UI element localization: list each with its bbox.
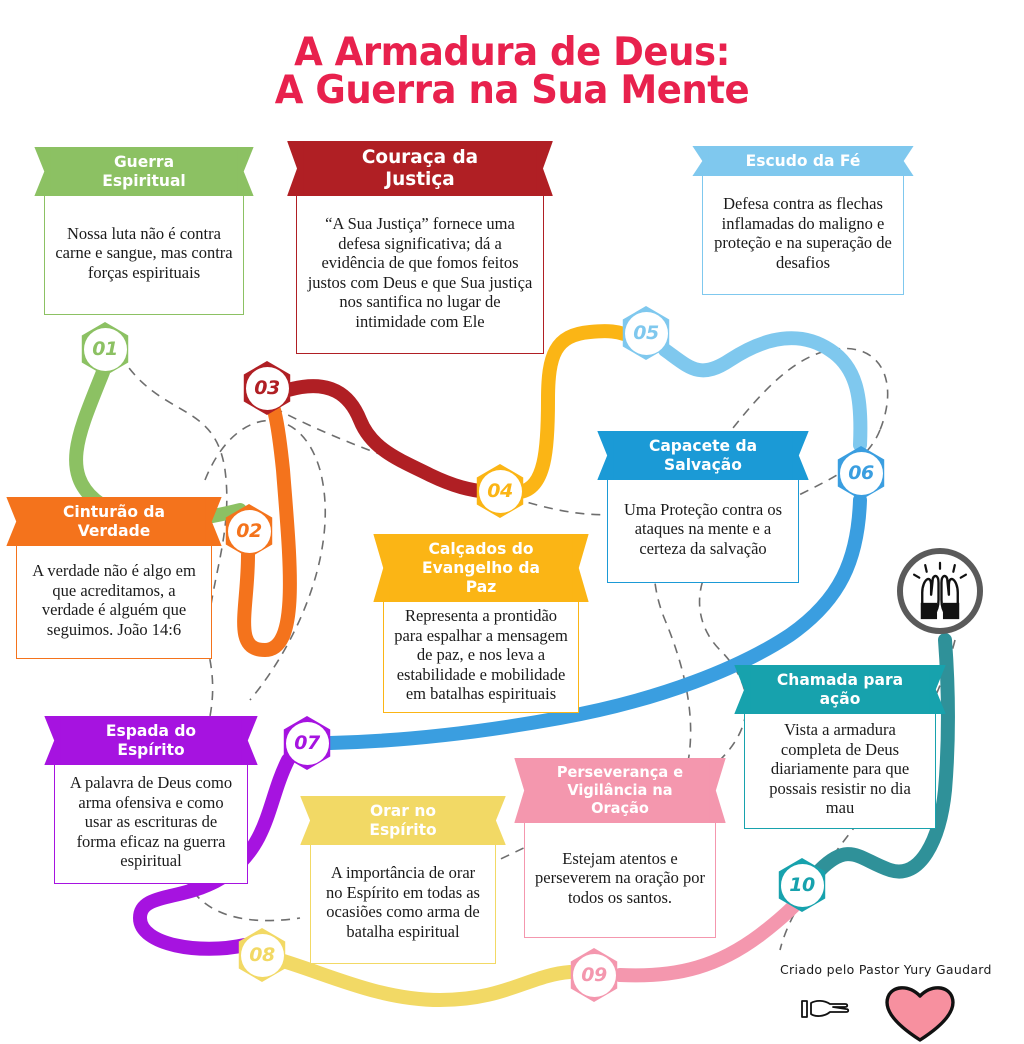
praising-hands-icon [897,548,983,634]
path-segment-08 [273,953,577,1008]
title-line-1: A Armadura de Deus: [294,30,730,75]
step-number-07: 07 [294,732,320,754]
step-number-10: 10 [789,874,815,896]
card-body-04: Representa a prontidão para espalhar a m… [383,599,579,713]
card-title-banner-05: Escudo da Fé [705,146,901,176]
step-number-08: 08 [249,944,275,966]
card-body-06: Uma Proteção contra os ataques na mente … [607,477,799,583]
card-body-02: A verdade não é algo em que acreditamos,… [16,543,212,659]
step-number-02: 02 [236,520,262,542]
step-badge-05[interactable]: 05 [619,306,673,360]
page-title: A Armadura de Deus: A Guerra na Sua Ment… [26,33,999,113]
card-title-banner-10: Chamada para ação [746,665,934,714]
card-body-09: Estejam atentos e perseverem na oração p… [524,820,716,938]
card-body-01: Nossa luta não é contra carne e sangue, … [44,193,244,315]
pointing-hand-icon [801,999,850,1018]
step-badge-08[interactable]: 08 [235,928,289,982]
card-espada-do-espirito[interactable]: Espada do Espírito A palavra de Deus com… [54,716,248,884]
step-number-05: 05 [633,322,659,344]
step-number-01: 01 [92,338,118,360]
card-body-10: Vista a armadura completa de Deus diaria… [744,711,936,829]
card-body-03: “A Sua Justiça” fornece uma defesa signi… [296,193,544,354]
card-title-banner-04: Calçados do Evangelho da Paz [385,534,577,602]
path-segment-10 [813,633,956,879]
step-badge-10[interactable]: 10 [775,858,829,912]
title-line-2: A Guerra na Sua Mente [274,68,750,113]
card-body-05: Defesa contra as flechas inflamadas do m… [702,173,904,295]
path-segment-05 [658,331,868,452]
step-badge-02[interactable]: 02 [222,504,276,558]
card-escudo-da-fe[interactable]: Escudo da Fé Defesa contra as flechas in… [702,146,904,295]
step-badge-06[interactable]: 06 [834,446,888,500]
card-title-banner-06: Capacete da Salvação [609,431,797,480]
card-couraca-da-justica[interactable]: Couraça da Justiça “A Sua Justiça” forne… [296,141,544,354]
path-segment-07 [132,753,295,956]
credit-text: Criado pelo Pastor Yury Gaudard [780,962,992,977]
card-body-08: A importância de orar no Espírito em tod… [310,842,496,964]
card-title-banner-02: Cinturão da Verdade [18,497,210,546]
step-badge-04[interactable]: 04 [473,464,527,518]
step-number-09: 09 [581,964,607,986]
card-title-banner-03: Couraça da Justiça [299,141,541,196]
path-segment-03 [281,379,494,499]
card-cinturao-da-verdade[interactable]: Cinturão da Verdade A verdade não é algo… [16,497,212,659]
card-title-banner-01: Guerra Espiritual [47,147,241,196]
card-title-banner-08: Orar no Espírito [312,796,494,845]
path-segment-02 [237,391,297,658]
card-capacete-da-salvacao[interactable]: Capacete da Salvação Uma Proteção contra… [607,431,799,583]
path-segment-06 [323,493,867,750]
heart-icon [885,986,955,1042]
step-badge-09[interactable]: 09 [567,948,621,1002]
card-chamada-para-acao[interactable]: Chamada para ação Vista a armadura compl… [744,665,936,829]
card-guerra-espiritual[interactable]: Guerra Espiritual Nossa luta não é contr… [44,147,244,315]
step-badge-01[interactable]: 01 [78,322,132,376]
step-badge-07[interactable]: 07 [280,716,334,770]
card-body-07: A palavra de Deus como arma ofensiva e c… [54,762,248,884]
step-number-06: 06 [848,462,874,484]
card-title-banner-09: Perseverança e Vigilância na Oração [526,758,714,823]
card-perseveranca-vigilancia[interactable]: Perseverança e Vigilância na Oração Este… [524,758,716,938]
path-segment-04 [513,324,631,499]
card-calcados-do-evangelho[interactable]: Calçados do Evangelho da Paz Representa … [383,534,579,713]
card-orar-no-espirito[interactable]: Orar no Espírito A importância de orar n… [310,796,496,964]
step-number-03: 03 [254,377,280,399]
step-badge-03[interactable]: 03 [240,361,294,415]
card-title-banner-07: Espada do Espírito [56,716,246,765]
step-number-04: 04 [487,480,513,502]
